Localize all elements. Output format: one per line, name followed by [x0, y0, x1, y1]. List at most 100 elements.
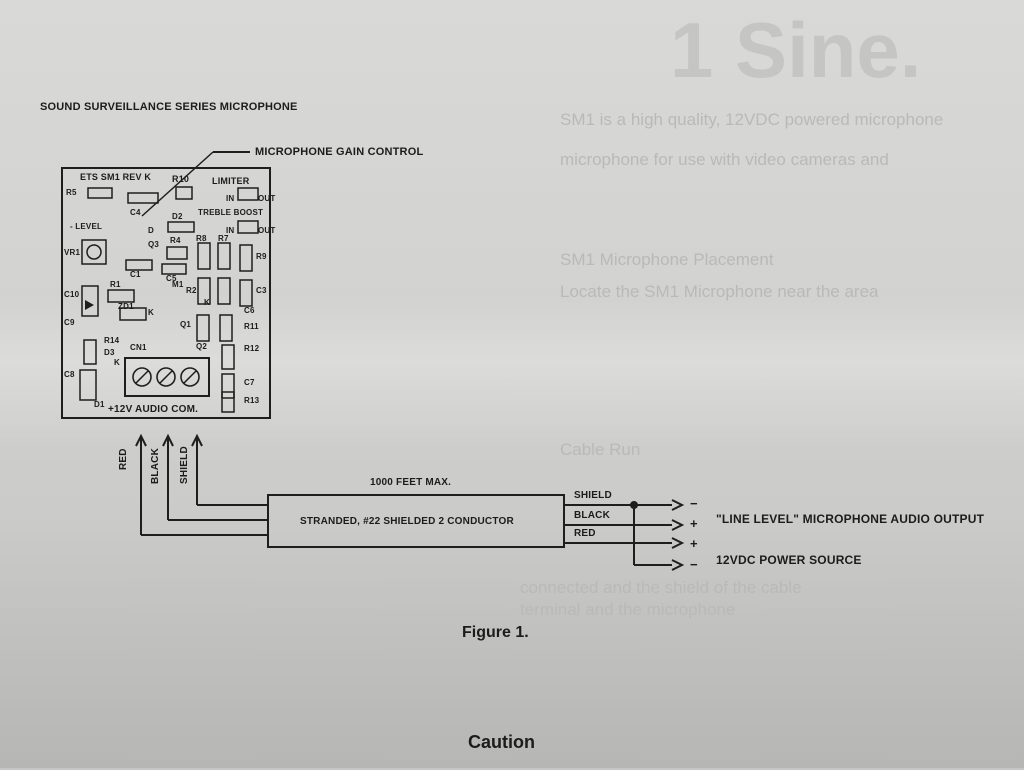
audio-minus-sign: −: [690, 496, 698, 511]
power-source-label: 12VDC POWER SOURCE: [716, 553, 862, 567]
c3-capacitor: [217, 277, 231, 305]
q1-label: Q1: [180, 320, 192, 329]
power-plus-sign: +: [690, 536, 698, 551]
gain-control-label: MICROPHONE GAIN CONTROL: [255, 146, 424, 158]
cn1-label: CN1: [130, 343, 147, 352]
bleed-through-text: Locate the SM1 Microphone near the area: [560, 282, 879, 301]
r10-resistor: [175, 186, 193, 200]
zd1-diode: [119, 307, 147, 321]
q2-label: Q2: [196, 342, 208, 351]
caution-heading: Caution: [468, 732, 535, 752]
bleed-through-text: SM1 Microphone Placement: [560, 250, 774, 269]
bleed-through-text: Cable Run: [560, 440, 641, 459]
red-wire-arrow: [135, 433, 147, 535]
cable-length-label: 1000 FEET MAX.: [370, 477, 452, 488]
c10-capacitor: [81, 285, 99, 317]
d3-label: D3: [104, 348, 115, 357]
limiter-jumper: [237, 187, 259, 201]
r12-resistor: [221, 344, 235, 370]
treble-jumper: [237, 220, 259, 234]
r7-resistor: [217, 242, 231, 270]
terminal-labels: +12V AUDIO COM.: [108, 404, 199, 415]
terminal-screw-12v: [132, 367, 152, 387]
c5-label: C5: [166, 274, 177, 283]
d1-label: D1: [94, 400, 105, 409]
zd1-k-label: K: [148, 308, 154, 317]
r2-k-label: K: [204, 298, 210, 307]
shield-wire-label: SHIELD: [179, 446, 190, 484]
c9-label: C9: [64, 318, 75, 327]
bleed-through-text: microphone for use with video cameras an…: [560, 150, 889, 169]
power-minus-sign: −: [690, 557, 698, 572]
bleed-through-text: terminal and the microphone: [520, 600, 736, 619]
red-out-label: RED: [574, 528, 596, 539]
r14-label: R14: [104, 336, 120, 345]
terminal-screw-com: [180, 367, 200, 387]
r11-label: R11: [244, 322, 259, 331]
c3-label: C3: [256, 286, 267, 295]
c1-label: C1: [130, 270, 141, 279]
r13-resistor: [221, 391, 235, 413]
c1-capacitor: [125, 259, 153, 271]
black-wire-label: BLACK: [150, 448, 161, 484]
r4-resistor: [166, 246, 188, 260]
c5-capacitor: [161, 263, 187, 275]
r9-resistor: [239, 244, 253, 272]
board-id-label: ETS SM1 REV K: [80, 172, 152, 182]
terminal-block: [124, 357, 210, 397]
treble-in-label: IN: [226, 226, 235, 235]
r8-label: R8: [196, 234, 207, 243]
audio-output-label: "LINE LEVEL" MICROPHONE AUDIO OUTPUT: [716, 512, 985, 526]
r5-resistor: [87, 187, 113, 199]
figure-caption: Figure 1.: [462, 624, 529, 641]
r12-label: R12: [244, 344, 260, 353]
c10-polarity-mark: [85, 300, 94, 310]
treble-out-label: OUT: [258, 226, 276, 235]
c7-capacitor: [221, 373, 235, 399]
d2-label: D2: [172, 212, 183, 221]
d-label: D: [148, 226, 154, 235]
m1-label: M1: [172, 280, 184, 289]
limiter-in-label: IN: [226, 194, 235, 203]
r9-label: R9: [256, 252, 267, 261]
r14-resistor: [83, 339, 97, 365]
shield-out-label: SHIELD: [574, 490, 612, 501]
r1-resistor: [107, 289, 135, 303]
r4-label: R4: [170, 236, 181, 245]
cable-description: STRANDED, #22 SHIELDED 2 CONDUCTOR: [300, 516, 514, 527]
c3b-capacitor: [239, 279, 253, 307]
r7-label: R7: [218, 234, 229, 243]
level-label: - LEVEL: [70, 222, 103, 231]
r1-label: R1: [110, 280, 121, 289]
pcb-outline: [61, 167, 271, 419]
r13-label: R13: [244, 396, 260, 405]
c8-capacitor: [79, 369, 97, 401]
r8-resistor: [197, 242, 211, 270]
treble-label: TREBLE BOOST: [198, 208, 264, 217]
bleed-through-text: SM1 is a high quality, 12VDC powered mic…: [560, 110, 944, 129]
shield-wire-arrow: [191, 433, 203, 505]
limiter-out-label: OUT: [258, 194, 276, 203]
bleed-through-text: connected and the shield of the cable: [520, 578, 802, 597]
level-knob: [86, 244, 102, 260]
paper-shadow: [0, 520, 1024, 770]
level-trimmer: [81, 239, 107, 265]
black-out-label: BLACK: [574, 510, 610, 521]
page-title: SOUND SURVEILLANCE SERIES MICROPHONE: [40, 101, 298, 113]
black-wire-arrow: [162, 433, 174, 520]
d3-k-label: K: [114, 358, 120, 367]
zd1-label: ZD1: [118, 302, 134, 311]
c10-label: C10: [64, 290, 80, 299]
r10-label: R10: [172, 174, 190, 184]
c4-label: C4: [130, 208, 141, 217]
paper-fold-highlight: [0, 300, 1024, 450]
vr1-label: VR1: [64, 248, 81, 257]
r5-label: R5: [66, 188, 77, 197]
r11-resistor: [219, 314, 233, 342]
red-wire-label: RED: [118, 448, 129, 470]
cable-box: [267, 494, 565, 548]
audio-plus-sign: +: [690, 516, 698, 531]
r2-resistor: [197, 277, 211, 305]
d2-diode: [167, 221, 195, 233]
